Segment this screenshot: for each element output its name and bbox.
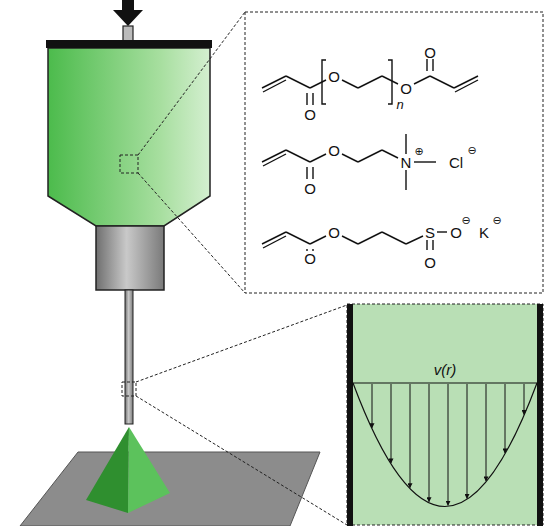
bond [322,60,326,104]
zoom-marker [122,382,136,396]
velocity-arrow [410,384,411,488]
bond [263,236,286,248]
bond [426,59,427,71]
atom-label: O [328,143,340,158]
bond [310,80,326,88]
atom-label: Cl [449,155,463,170]
bond [388,60,392,104]
atom-label: O [328,69,340,84]
substrate [20,452,320,526]
bond [432,240,433,250]
atom-label: O [424,45,436,60]
velocity-arrow [372,384,373,428]
force-arrow [113,10,143,26]
atom-label: O [304,107,316,122]
plunger-plate [46,40,212,48]
bond [286,150,310,162]
bond [426,240,427,250]
atom-label: K [479,225,489,240]
velocity-arrows [372,384,524,505]
velocity-profile [353,383,537,507]
needle-section [347,304,543,525]
profile-baseline [353,382,537,383]
bond [414,76,430,84]
needle-hub [96,226,164,290]
bond [405,134,406,154]
bond [342,154,358,162]
bond [286,76,310,88]
structure-panel [245,12,543,293]
charge-sign: ⊖ [461,215,470,226]
needle-wall [537,304,543,526]
bond [405,170,406,190]
charge-sign: ⊕ [414,146,423,157]
velocity-arrow [448,384,449,505]
zoom-line [138,12,245,155]
bond [406,236,423,244]
bond [358,232,382,244]
atom-label: O [424,255,436,270]
needle [125,290,133,424]
zoom-line [136,396,347,525]
velocity-label: v(r) [434,362,457,377]
atom-label: O [304,251,316,266]
bond [432,59,433,71]
zoom-line [136,305,347,382]
bond [342,236,358,244]
bond [382,76,398,84]
atom-label: O [450,225,462,240]
chemical-bonds [262,59,478,251]
bond [312,93,313,105]
atom-label: N [401,155,412,170]
bond [263,154,286,166]
charge-sign: ⊖ [467,145,476,156]
bond [382,150,398,158]
zoom-line [138,173,245,293]
printed-pyramid [86,427,129,513]
bond [310,236,326,244]
bond [306,93,307,105]
bond [382,232,406,244]
atom-label: S [425,225,435,240]
atom-label: O [304,181,316,196]
bond [430,76,454,88]
velocity-arrow [429,384,430,502]
bond [455,80,478,92]
bond [437,231,447,232]
bond [312,167,313,179]
syringe-barrel [48,48,210,226]
velocity-arrow [505,384,506,453]
bond [306,167,307,179]
plunger-rod [123,26,133,42]
repeat-index: n [396,98,403,111]
bond [342,80,358,88]
bond [414,161,436,162]
atom-label: O [400,81,412,96]
bond [286,232,310,244]
velocity-arrow [467,384,468,498]
bond [358,150,382,162]
force-arrow [122,0,134,10]
printed-pyramid [128,427,170,513]
charge-sign: ⊖ [492,215,501,226]
bond [310,154,326,162]
zoom-marker [120,155,138,173]
velocity-arrow [524,384,525,414]
velocity-arrow [391,384,392,463]
velocity-arrow [486,384,487,481]
atom-label: O [328,225,340,240]
bond [358,76,382,88]
needle-wall [347,304,353,526]
bond [263,80,286,92]
